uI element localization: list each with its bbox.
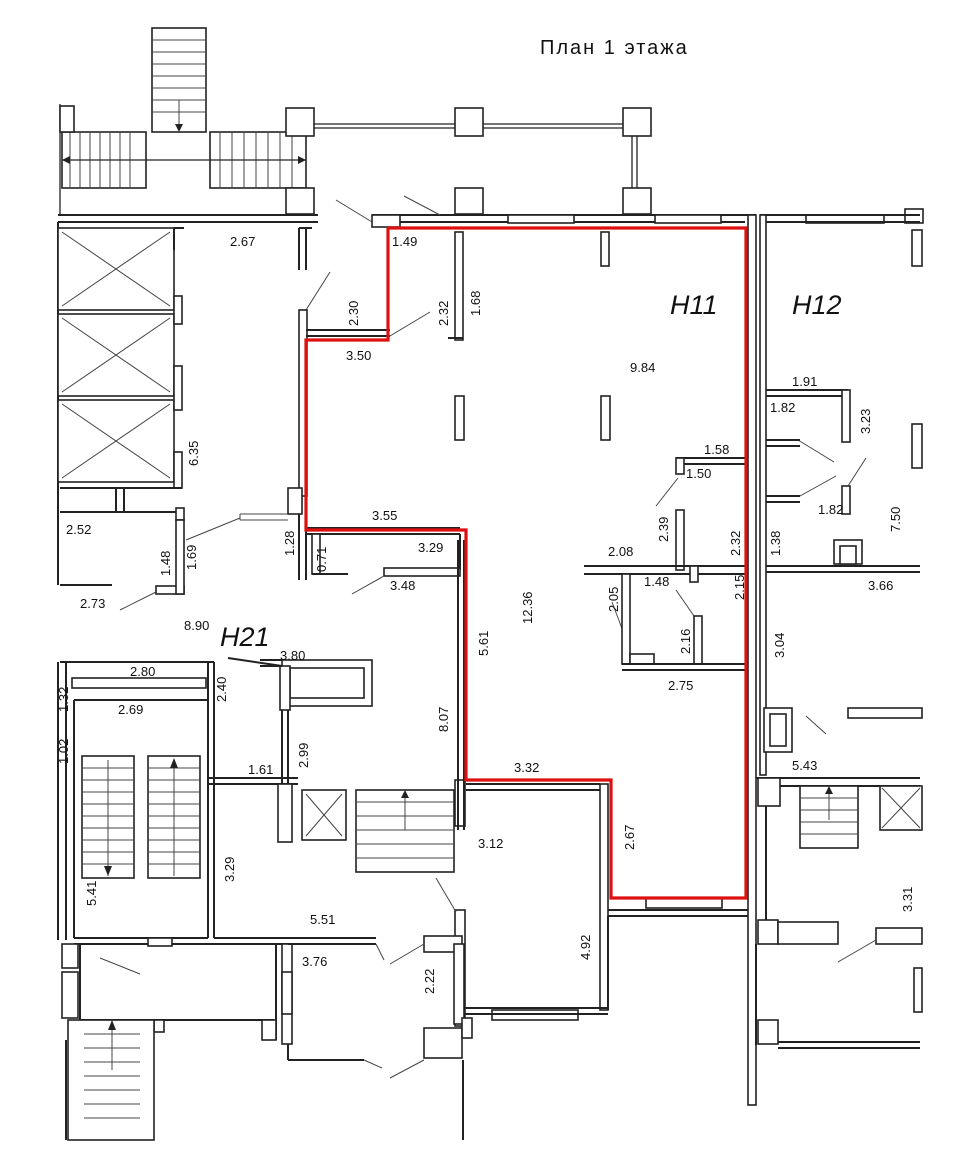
dim-label: 1.82 bbox=[818, 502, 843, 517]
dim-label: 2.80 bbox=[130, 664, 155, 679]
dim-label: 5.41 bbox=[84, 881, 99, 906]
dim-label: 5.51 bbox=[310, 912, 335, 927]
room-label-n21: Н21 bbox=[220, 622, 270, 652]
dim-label: 3.55 bbox=[372, 508, 397, 523]
dim-label: 2.75 bbox=[668, 678, 693, 693]
premises-outline-n11 bbox=[304, 226, 748, 900]
dim-label: 1.32 bbox=[56, 687, 71, 712]
room-label-n11: Н11 bbox=[670, 290, 718, 320]
dim-label: 2.16 bbox=[678, 629, 693, 654]
dim-label: 2.69 bbox=[118, 702, 143, 717]
dim-label: 1.38 bbox=[768, 531, 783, 556]
dim-label: 3.76 bbox=[302, 954, 327, 969]
dim-label: 8.90 bbox=[184, 618, 209, 633]
walls bbox=[57, 195, 924, 1141]
dim-label: 2.40 bbox=[214, 677, 229, 702]
porch-steps bbox=[61, 131, 307, 189]
dim-label: 7.50 bbox=[888, 507, 903, 532]
dim-label: 0.71 bbox=[314, 547, 329, 572]
dim-label: 1.61 bbox=[248, 762, 273, 777]
dim-label: 1.49 bbox=[392, 234, 417, 249]
dim-label: 3.50 bbox=[346, 348, 371, 363]
dim-label: 3.12 bbox=[478, 836, 503, 851]
dim-label: 3.80 bbox=[280, 648, 305, 663]
dim-label: 1.02 bbox=[56, 739, 71, 764]
dim-label: 3.32 bbox=[514, 760, 539, 775]
dim-label: 6.35 bbox=[186, 441, 201, 466]
dim-label: 2.52 bbox=[66, 522, 91, 537]
dim-label: 2.67 bbox=[230, 234, 255, 249]
dim-label: 2.30 bbox=[346, 301, 361, 326]
dim-label: 1.48 bbox=[158, 551, 173, 576]
dim-label: 1.28 bbox=[282, 531, 297, 556]
dim-label: 3.04 bbox=[772, 633, 787, 658]
plan-title: План 1 этажа bbox=[540, 37, 689, 59]
dim-label: 1.82 bbox=[770, 400, 795, 415]
dim-label: 1.91 bbox=[792, 374, 817, 389]
dim-label: 9.84 bbox=[630, 360, 655, 375]
entrance-stair-top bbox=[151, 27, 207, 133]
dimension-labels: 2.67 1.49 2.30 2.32 1.68 3.50 9.84 1.91 … bbox=[56, 234, 915, 994]
dim-label: 2.22 bbox=[422, 969, 437, 994]
dim-label: 3.29 bbox=[418, 540, 443, 555]
dim-label: 2.32 bbox=[728, 531, 743, 556]
dim-label: 1.69 bbox=[184, 545, 199, 570]
dim-label: 1.48 bbox=[644, 574, 669, 589]
dim-label: 1.58 bbox=[704, 442, 729, 457]
dim-label: 1.68 bbox=[468, 291, 483, 316]
dim-label: 2.15 bbox=[732, 575, 747, 600]
dim-label: 5.43 bbox=[792, 758, 817, 773]
dim-label: 3.48 bbox=[390, 578, 415, 593]
dim-label: 1.50 bbox=[686, 466, 711, 481]
dim-label: 2.99 bbox=[296, 743, 311, 768]
canopy-columns bbox=[59, 104, 652, 215]
dim-label: 2.08 bbox=[608, 544, 633, 559]
dim-label: 2.32 bbox=[436, 301, 451, 326]
dim-label: 4.92 bbox=[578, 935, 593, 960]
dim-label: 3.29 bbox=[222, 857, 237, 882]
dim-label: 5.61 bbox=[476, 631, 491, 656]
dim-label: 12.36 bbox=[520, 591, 535, 624]
dim-label: 2.39 bbox=[656, 517, 671, 542]
dim-label: 2.67 bbox=[622, 825, 637, 850]
dim-label: 3.23 bbox=[858, 409, 873, 434]
dim-label: 3.31 bbox=[900, 887, 915, 912]
dim-label: 8.07 bbox=[436, 707, 451, 732]
dim-label: 2.05 bbox=[606, 587, 621, 612]
room-label-n12: Н12 bbox=[792, 290, 842, 320]
dim-label: 2.73 bbox=[80, 596, 105, 611]
dim-label: 3.66 bbox=[868, 578, 893, 593]
